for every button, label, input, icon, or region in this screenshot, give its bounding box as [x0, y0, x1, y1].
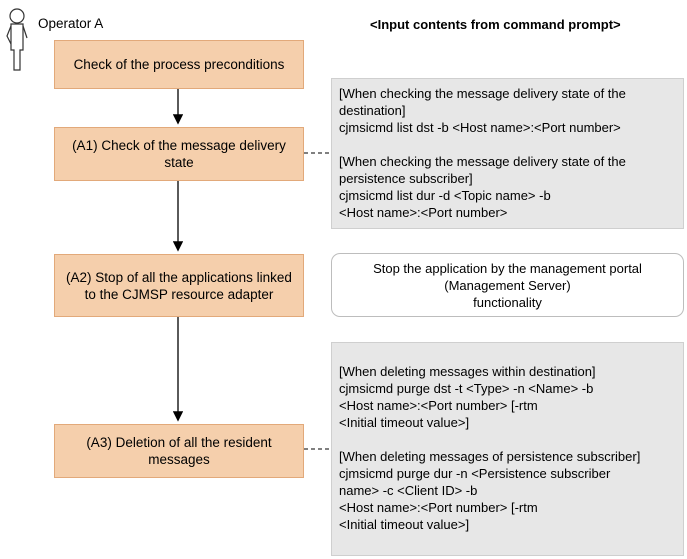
note-line: cjmsicmd list dur -d <Topic name> -b	[339, 188, 551, 203]
note-line: (Management Server)	[444, 277, 571, 293]
note-line: cjmsicmd list dst -b <Host name>:<Port n…	[339, 120, 621, 135]
note-line: Stop the application by the management p…	[373, 260, 642, 276]
note-line: <Initial timeout value>]	[339, 517, 470, 532]
person-icon	[6, 8, 28, 71]
note-line: cjmsicmd purge dst -t <Type> -n <Name> -…	[339, 381, 594, 396]
step-preconditions: Check of the process preconditions	[54, 40, 304, 89]
note-line: functionality	[473, 294, 542, 310]
note-line: <Host name>:<Port number> [-rtm	[339, 500, 538, 515]
note-a1-commands: [When checking the message delivery stat…	[331, 78, 684, 229]
step-a3: (A3) Deletion of all the resident messag…	[54, 424, 304, 478]
step-a2: (A2) Stop of all the applications linked…	[54, 254, 304, 317]
note-line: cjmsicmd purge dur -n <Persistence subsc…	[339, 466, 611, 481]
note-line: <Host name>:<Port number>	[339, 205, 508, 220]
note-line: [When checking the message delivery stat…	[339, 86, 626, 101]
note-line: [When checking the message delivery stat…	[339, 154, 626, 169]
note-line: name> -c <Client ID> -b	[339, 483, 478, 498]
note-a2-management-portal: Stop the application by the management p…	[331, 253, 684, 317]
operator-label: Operator A	[38, 16, 104, 31]
note-line: persistence subscriber]	[339, 171, 473, 186]
note-line: [When deleting messages of persistence s…	[339, 449, 641, 464]
note-line: <Host name>:<Port number> [-rtm	[339, 398, 538, 413]
step-label: (A1) Check of the message delivery state	[72, 138, 286, 170]
note-line: <Initial timeout value>]	[339, 415, 470, 430]
step-label: Check of the process preconditions	[73, 57, 285, 72]
note-a3-commands: [When deleting messages within destinati…	[331, 342, 684, 556]
step-label: (A2) Stop of all the applications linked…	[66, 269, 292, 302]
section-title: <Input contents from command prompt>	[370, 17, 621, 32]
step-label: (A3) Deletion of all the resident messag…	[86, 435, 272, 467]
note-line: destination]	[339, 103, 406, 118]
step-a1: (A1) Check of the message delivery state	[54, 127, 304, 181]
note-line: [When deleting messages within destinati…	[339, 364, 596, 379]
